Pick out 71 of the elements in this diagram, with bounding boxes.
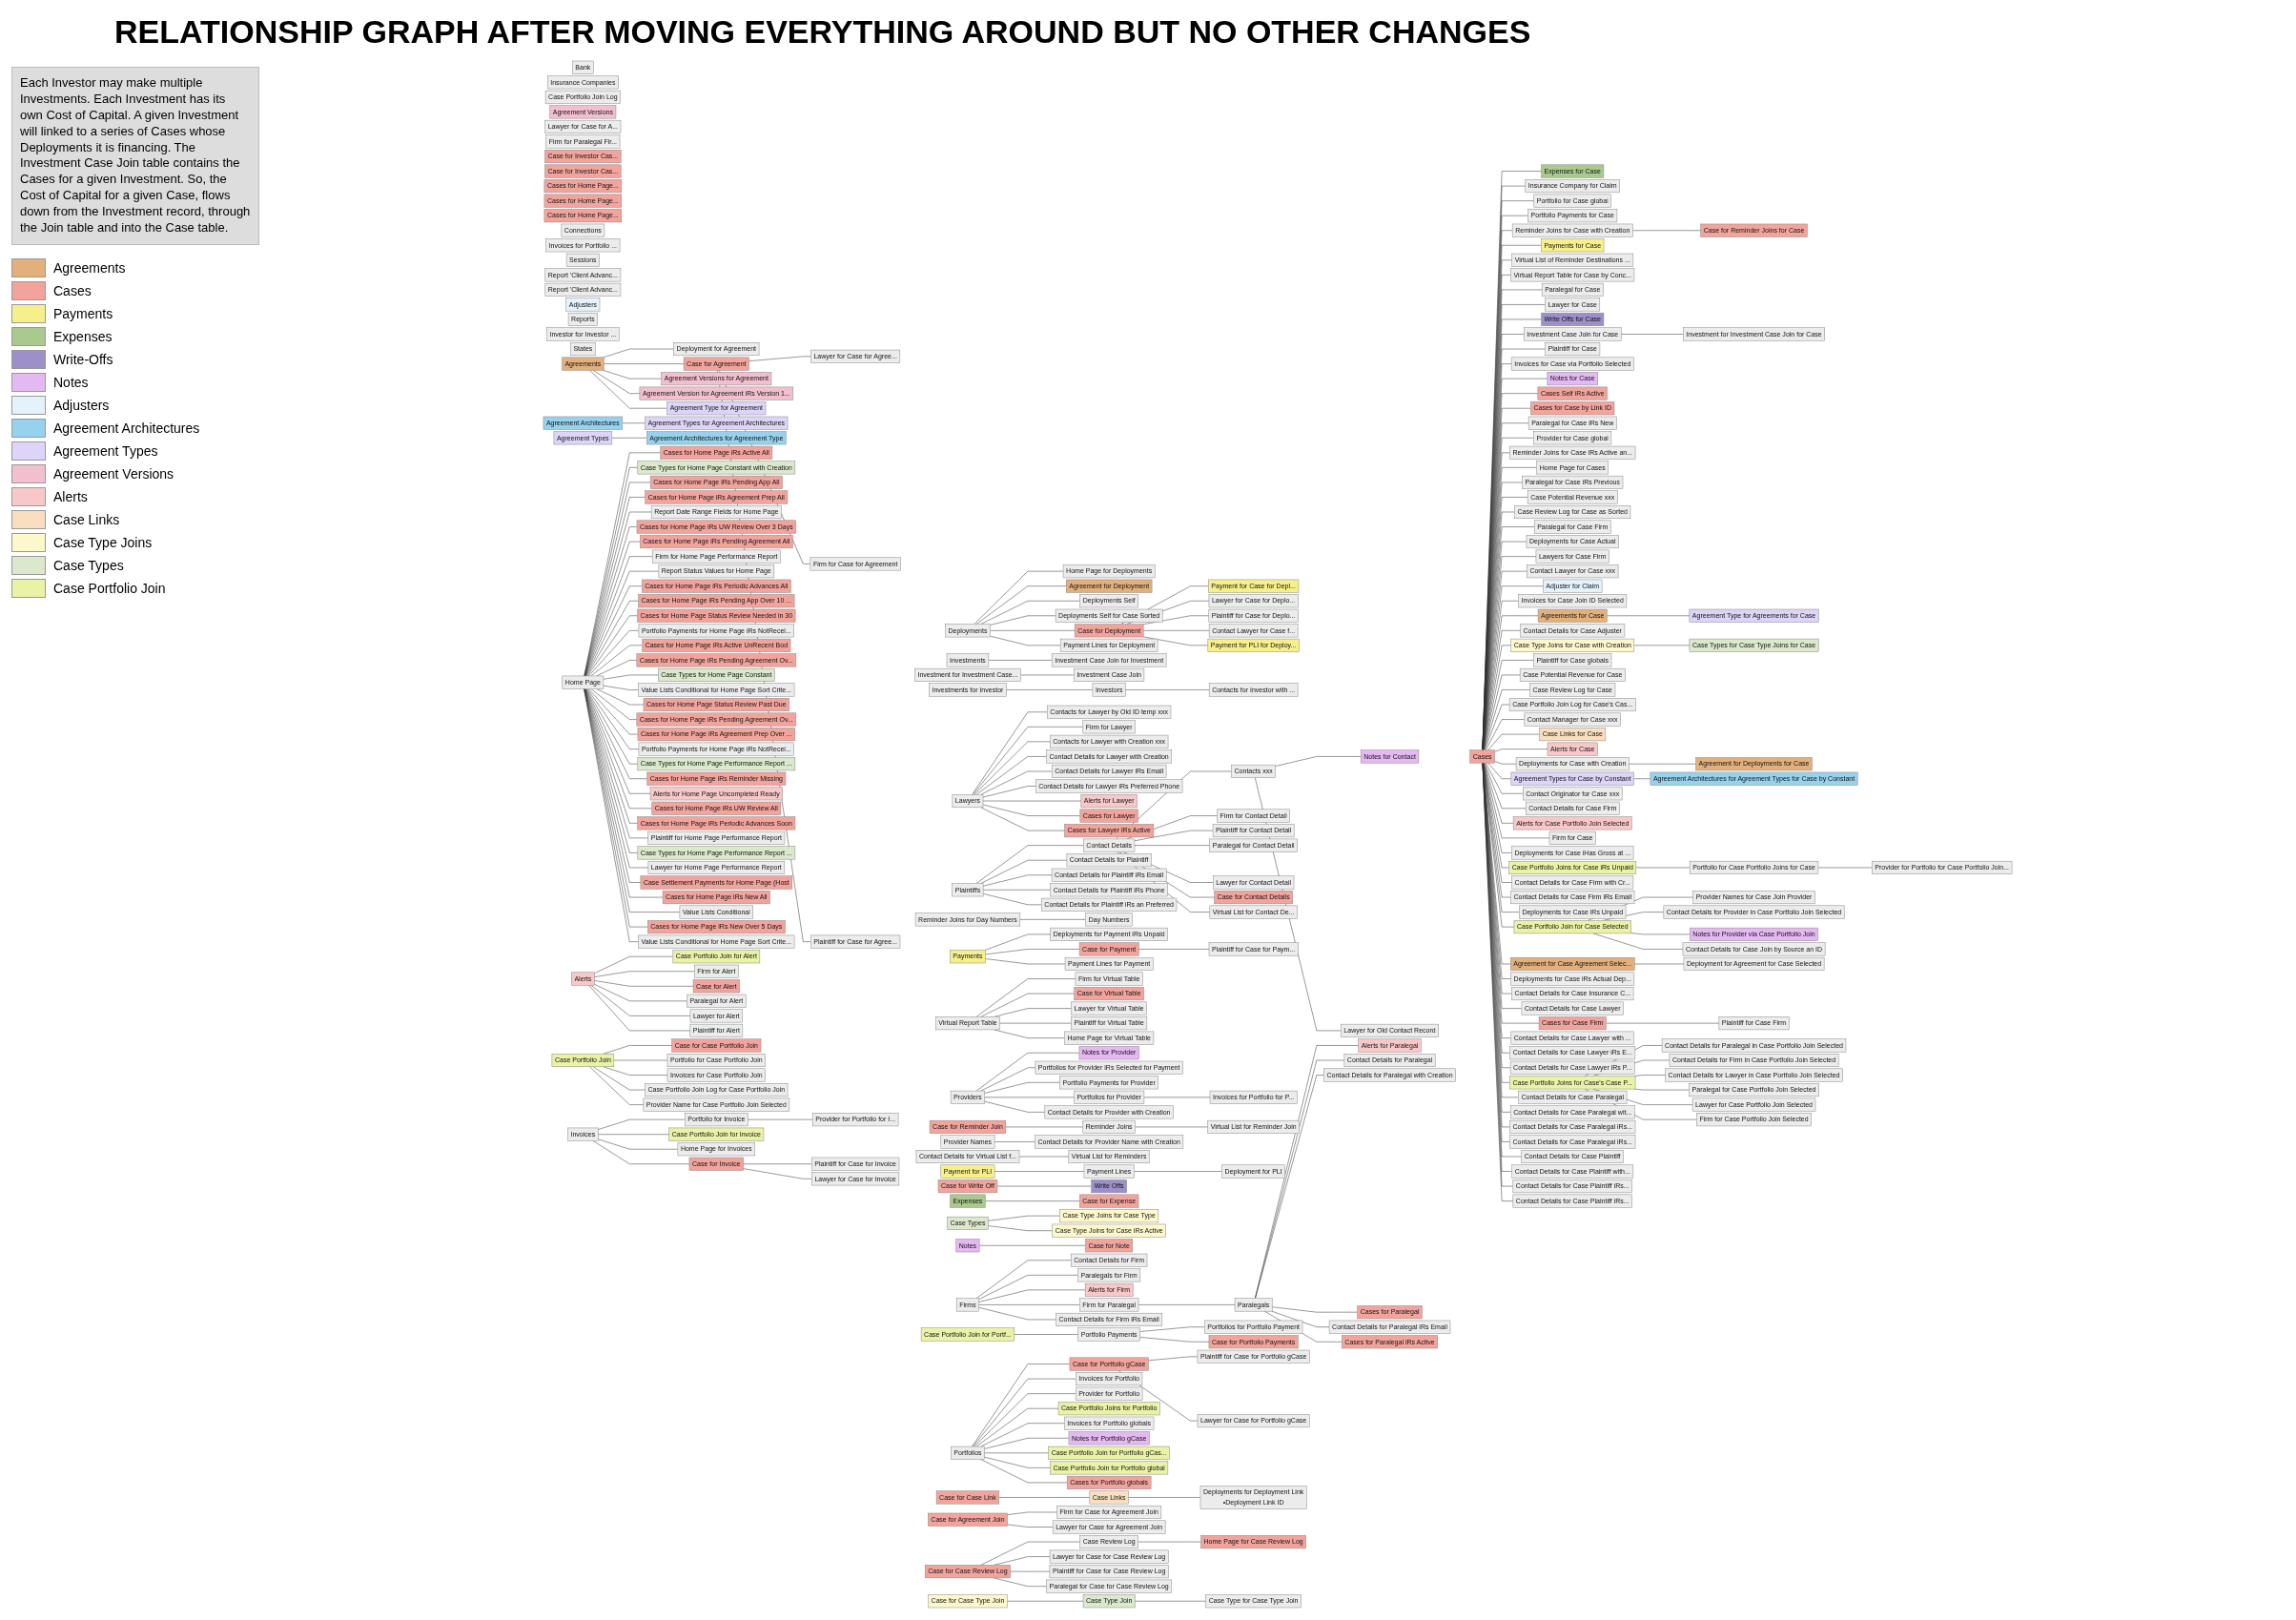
connector [1482, 363, 1512, 750]
connector [584, 511, 652, 677]
connector [584, 688, 648, 928]
legend-label: Case Type Joins [53, 534, 153, 550]
connector [584, 688, 649, 869]
connector [1482, 497, 1528, 750]
connector [1482, 482, 1523, 750]
legend-label: Cases [53, 282, 92, 298]
legend-label: Agreement Types [53, 442, 158, 459]
legend-label: Case Links [53, 511, 120, 527]
connector [1483, 556, 1537, 750]
legend-label: Case Portfolio Join [53, 580, 166, 596]
connector [1483, 601, 1519, 750]
connector [1255, 1059, 1345, 1299]
note-text: Each Investor may make multiple Investments. Each Investment has its own Cost of Capital. A given Investment will linked to a series of Cases whose Deployments it is financing. The Investment Case Join table contains the Cases for a given Investment. So, the Cost of Capital for a given Case, flows down from the Investment record, through the Join table and into the Case table. [11, 67, 259, 245]
legend-label: Payments [53, 305, 113, 321]
legend-label: Agreement Versions [53, 465, 174, 482]
connector [1483, 762, 1512, 853]
legend-label: Write-Offs [53, 351, 113, 367]
connector [584, 570, 660, 677]
connector [584, 688, 681, 913]
legend-label: Case Types [53, 557, 124, 573]
connector [588, 630, 640, 677]
connector [1483, 762, 1515, 928]
legend-label: Notes [53, 374, 89, 390]
legend-label: Expenses [53, 328, 113, 344]
legend-label: Agreements [53, 259, 126, 276]
connector [1483, 585, 1544, 750]
connector [584, 482, 651, 677]
legend-label: Alerts [53, 488, 88, 504]
connector [1255, 1075, 1324, 1299]
connector [584, 688, 639, 942]
connector [584, 688, 648, 839]
connector [1482, 762, 1519, 1098]
connector [1255, 1045, 1359, 1299]
connector [584, 452, 661, 677]
connector [584, 688, 642, 883]
connector [1483, 762, 1520, 913]
connector [584, 688, 639, 853]
connector [1482, 511, 1515, 750]
connector [1482, 762, 1523, 1158]
connector [1482, 334, 1525, 750]
legend-label: Adjusters [53, 397, 110, 413]
connector [1482, 762, 1540, 1024]
connector [584, 688, 664, 898]
connector [1484, 704, 1510, 750]
connector [586, 615, 638, 677]
connector [586, 688, 639, 765]
connector [1484, 762, 1514, 824]
connector [585, 688, 647, 779]
connector [1482, 762, 1523, 1009]
connector [1483, 615, 1539, 750]
connector [1482, 452, 1510, 750]
connector [1484, 674, 1521, 750]
connector [585, 585, 643, 677]
connector [584, 556, 653, 677]
connector [584, 467, 639, 677]
diagram-title: RELATIONSHIP GRAPH AFTER MOVING EVERYTHING AROUND BUT NO OTHER CHANGES [114, 13, 1531, 51]
connector [584, 497, 646, 677]
connector [584, 688, 638, 824]
connector [1482, 393, 1539, 750]
connector [586, 601, 639, 677]
connector [1484, 762, 1527, 810]
connector [1483, 645, 1511, 750]
connector [1483, 630, 1521, 750]
legend-label: Agreement Architectures [53, 420, 200, 436]
connector [1483, 660, 1534, 750]
connector [586, 688, 640, 749]
connector [588, 688, 639, 735]
connector [1484, 689, 1530, 750]
connector [1483, 526, 1535, 750]
